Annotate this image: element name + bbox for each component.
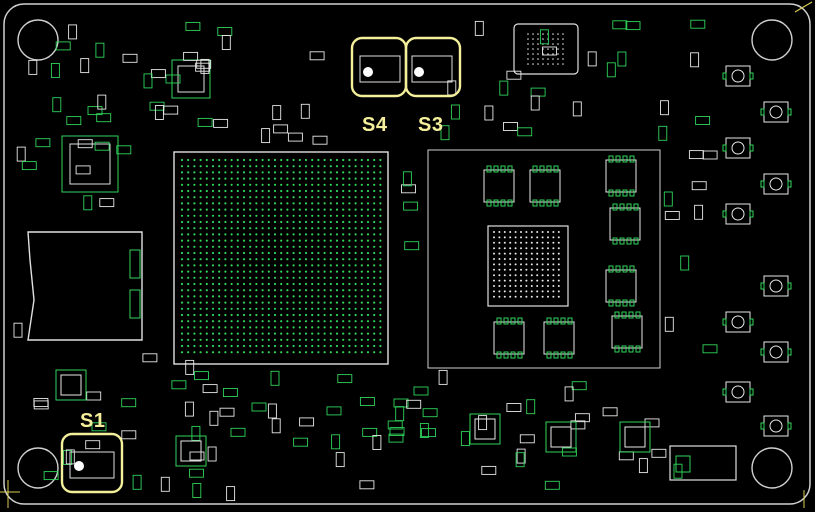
switch-label-s3: S3 <box>418 114 444 136</box>
switch-s3 <box>404 36 462 98</box>
top-ic <box>513 23 579 75</box>
switch-s4 <box>350 36 408 98</box>
bottom-connector <box>669 445 737 481</box>
passive-components <box>13 19 718 502</box>
switch-label-s4: S4 <box>362 114 388 136</box>
sd-card-slot <box>27 231 143 341</box>
switch-label-s1: S1 <box>80 410 106 432</box>
tact-switches <box>722 65 792 437</box>
qfn-chip <box>61 59 211 193</box>
switch-s1 <box>60 432 124 494</box>
main-bga <box>173 151 389 365</box>
board-outline <box>3 3 811 505</box>
mounting-hole <box>751 447 793 489</box>
corner-marker <box>0 480 20 508</box>
corner-marker <box>794 1 813 13</box>
mounting-hole <box>17 447 59 489</box>
mounting-hole <box>17 19 59 61</box>
secondary-module <box>427 33 661 369</box>
mounting-hole <box>751 19 793 61</box>
